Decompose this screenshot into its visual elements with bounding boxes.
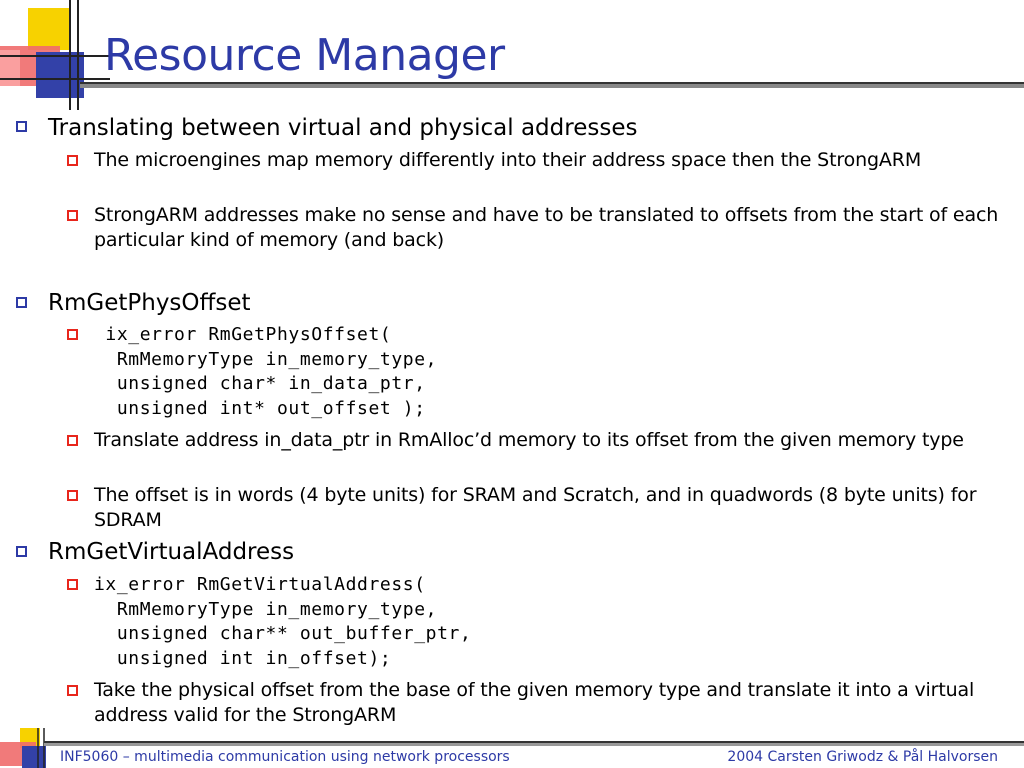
slide-title: Resource Manager [104,30,505,81]
bullet-item: The offset is in words (4 byte units) fo… [94,484,977,531]
bullet-heading: Translating between virtual and physical… [48,115,638,141]
bullet-square-icon [67,685,78,696]
bullet-item: The microengines map memory differently … [94,149,922,171]
bullet-square-icon [16,546,27,557]
footer-rule [44,741,1024,746]
bullet-square-icon [67,329,78,340]
bullet-square-icon [67,579,78,590]
bullet-square-icon [67,210,78,221]
footer-authors: 2004 Carsten Griwodz & Pål Halvorsen [727,749,998,765]
code-block: ix_error RmGetVirtualAddress( RmMemoryTy… [94,574,472,669]
code-block: ix_error RmGetPhysOffset( RmMemoryType i… [105,324,438,419]
bullet-square-icon [16,297,27,308]
bullet-heading: RmGetVirtualAddress [48,539,295,565]
bullet-item: Take the physical offset from the base o… [94,679,975,726]
bullet-square-icon [67,490,78,501]
bullet-item: StrongARM addresses make no sense and ha… [94,204,999,251]
bullet-item: Translate address in_data_ptr in RmAlloc… [94,429,964,451]
bullet-square-icon [67,155,78,166]
title-rule [80,82,1024,88]
bullet-square-icon [67,435,78,446]
footer-logo [0,728,46,768]
corner-logo [0,0,110,110]
bullet-heading: RmGetPhysOffset [48,290,251,316]
footer-course: INF5060 – multimedia communication using… [60,749,510,765]
bullet-square-icon [16,121,27,132]
